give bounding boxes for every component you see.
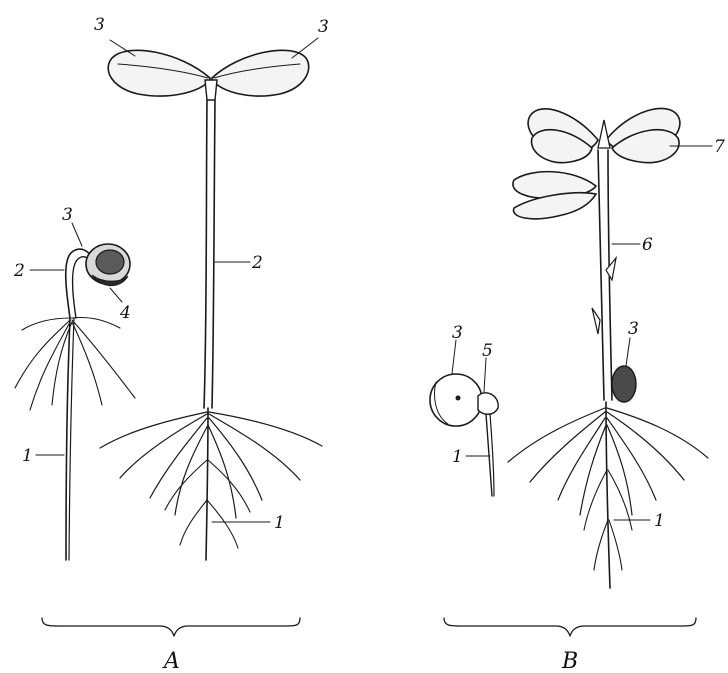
- epicotyl-b: [598, 150, 604, 400]
- label-cotyledon-b: 3: [628, 319, 639, 339]
- older-seedling-a: [100, 50, 322, 560]
- label-root-young-b: 1: [452, 447, 463, 467]
- cotyledon-seed-b: [430, 374, 482, 426]
- young-seedling-b: [430, 374, 498, 496]
- label-bud-b: 5: [482, 341, 493, 361]
- label-root-b: 1: [654, 511, 665, 531]
- label-hypocotyl-a: 2: [251, 253, 263, 273]
- root-a: [206, 408, 208, 560]
- bud-b: [478, 393, 498, 414]
- label-root-a: 1: [274, 513, 285, 533]
- panel-b: 7 6 3 1 3 5 1 B: [430, 108, 725, 673]
- cotyledon-left-a: [108, 50, 210, 96]
- bracket-a: [42, 618, 300, 636]
- caption-b: B: [561, 649, 578, 673]
- cotyledon-right-a: [212, 50, 309, 96]
- older-seedling-b: [508, 108, 708, 588]
- label-epicotyl-b: 6: [642, 235, 653, 255]
- label-cotyledon-left-a: 3: [94, 15, 105, 35]
- caption-a: A: [162, 649, 180, 673]
- label-seed-coat-a: 4: [119, 303, 131, 323]
- label-cotyledon-right-a: 3: [318, 17, 329, 37]
- young-seedling-a: [15, 244, 135, 560]
- cotyledon-b: [612, 366, 636, 402]
- hypocotyl-a: [204, 100, 207, 408]
- label-root-young-a: 1: [22, 446, 33, 466]
- label-cotyledon-young-a: 3: [62, 205, 73, 225]
- label-cotyledon-seed-b: 3: [452, 323, 463, 343]
- bracket-b: [444, 618, 696, 636]
- label-leaf-b: 7: [714, 137, 725, 157]
- panel-a: 3 3 2 1 3 2 4 1 A: [13, 15, 329, 673]
- label-hypocotyl-young-a: 2: [13, 261, 25, 281]
